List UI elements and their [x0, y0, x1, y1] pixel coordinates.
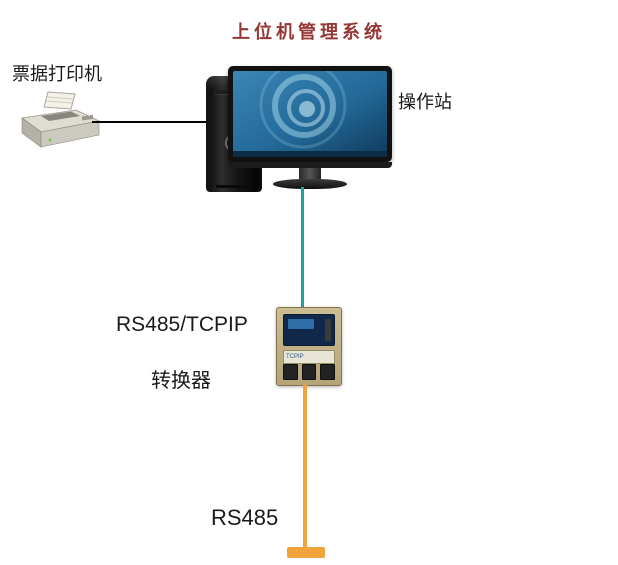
converter-port — [301, 364, 317, 380]
workstation-to-converter-line — [301, 187, 304, 310]
converter-screen-glow — [288, 319, 314, 329]
converter-ports — [283, 364, 336, 380]
converter-screen — [283, 314, 335, 346]
printer-icon — [14, 90, 104, 152]
rs485-bus-label: RS485 — [211, 505, 279, 530]
converter-button — [325, 319, 331, 341]
monitor-stand-base — [273, 179, 347, 189]
converter-port — [283, 364, 298, 380]
printer-label: 票据打印机 — [12, 64, 102, 84]
monitor-icon — [228, 66, 392, 190]
converter-label-line1: RS485/TCPIP — [116, 313, 248, 336]
monitor-chin — [228, 162, 392, 168]
tower-foot — [216, 185, 252, 188]
workstation-label: 操作站 — [398, 92, 452, 112]
monitor-stand-neck — [299, 168, 321, 180]
monitor-bezel — [228, 66, 392, 162]
converter-device-icon: TCPIP — [276, 307, 342, 386]
converter-marking: TCPIP — [286, 354, 304, 360]
rs485-bus-stub — [287, 547, 325, 558]
printer-to-workstation-line — [92, 121, 210, 123]
converter-label-line2: 转换器 — [151, 370, 211, 392]
converter-port — [320, 364, 336, 380]
monitor-screen — [233, 71, 387, 157]
converter-to-bus-line — [303, 385, 307, 548]
converter-nameplate: TCPIP — [283, 350, 335, 364]
diagram-title: 上位机管理系统 — [232, 22, 386, 42]
